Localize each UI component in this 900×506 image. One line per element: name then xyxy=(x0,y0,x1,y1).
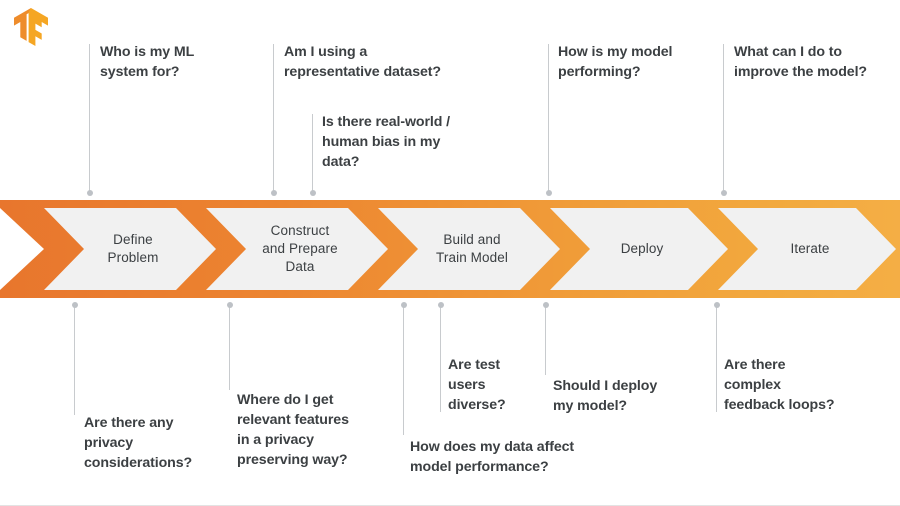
stage-construct-and-prepare-data[interactable]: Construct and Prepare Data xyxy=(206,208,388,290)
question-relevant-features-privacy: Where do I get relevant features in a pr… xyxy=(237,390,397,471)
question-line: relevant features xyxy=(237,412,349,429)
question-line: system for? xyxy=(100,64,180,81)
stage-label-line: Iterate xyxy=(790,241,830,257)
question-privacy-considerations: Are there any privacy considerations? xyxy=(84,413,229,473)
question-test-users-diverse: Are test users diverse? xyxy=(448,355,558,415)
question-line: Is there real-world / xyxy=(322,114,450,130)
question-line: Are there xyxy=(724,357,786,373)
connector-should-i-deploy xyxy=(542,302,549,375)
question-line: complex xyxy=(724,377,781,394)
question-data-affect-model-performance: How does my data affect model performanc… xyxy=(410,437,625,477)
stage-label-line: Deploy xyxy=(620,241,664,257)
question-line: considerations? xyxy=(84,455,193,472)
stage-label-line: Problem xyxy=(107,250,159,265)
question-model-performing: How is my model performing? xyxy=(558,42,728,82)
ml-workflow-banner: Define Problem Construct and Prepare Dat… xyxy=(0,200,900,298)
connector-improve-the-model xyxy=(720,44,727,196)
question-line: How is my model xyxy=(558,44,673,60)
question-line: Should I deploy xyxy=(553,378,658,394)
question-line: improve the model? xyxy=(734,64,868,81)
question-line: Where do I get xyxy=(237,392,334,408)
question-line: Are there any xyxy=(84,415,174,431)
connector-model-performing xyxy=(545,44,552,196)
connector-privacy-considerations xyxy=(71,302,78,415)
stage-deploy[interactable]: Deploy xyxy=(550,208,728,290)
question-line: How does my data affect xyxy=(410,439,575,455)
question-real-world-human-bias: Is there real-world / human bias in my d… xyxy=(322,112,502,172)
connector-who-is-my-ml-system-for xyxy=(86,44,93,196)
question-line: Are test xyxy=(448,357,501,373)
connector-relevant-features-privacy xyxy=(226,302,233,390)
connector-real-world-human-bias xyxy=(309,114,316,196)
question-line: performing? xyxy=(558,64,641,81)
question-line: privacy xyxy=(84,435,133,452)
question-line: model performance? xyxy=(410,459,549,476)
question-should-i-deploy: Should I deploy my model? xyxy=(553,376,703,416)
question-line: my model? xyxy=(553,398,627,415)
question-line: in a privacy xyxy=(237,432,314,449)
question-representative-dataset: Am I using a representative dataset? xyxy=(284,42,494,82)
tensorflow-logo xyxy=(14,8,48,46)
question-who-is-my-ml-system-for: Who is my ML system for? xyxy=(100,42,240,82)
connector-test-users-diverse xyxy=(437,302,444,412)
stage-label-line: Data xyxy=(285,258,315,274)
banner-left-notch xyxy=(0,208,44,290)
question-line: representative dataset? xyxy=(284,64,441,81)
question-line: data? xyxy=(322,154,360,171)
question-line: diverse? xyxy=(448,397,506,414)
question-line: preserving way? xyxy=(237,452,348,469)
question-line: Who is my ML xyxy=(100,44,195,60)
stage-label-line: and Prepare xyxy=(262,241,338,257)
question-line: Am I using a xyxy=(284,44,368,60)
question-complex-feedback-loops: Are there complex feedback loops? xyxy=(724,355,889,415)
connector-data-affect-model-performance xyxy=(400,302,407,435)
connector-complex-feedback-loops xyxy=(713,302,720,412)
question-improve-the-model: What can I do to improve the model? xyxy=(734,42,900,82)
stage-label-line: Define xyxy=(113,232,153,248)
stage-label-line: Construct xyxy=(270,223,330,239)
stage-iterate[interactable]: Iterate xyxy=(718,208,896,290)
stage-label-line: Train Model xyxy=(436,250,508,265)
question-line: feedback loops? xyxy=(724,397,835,414)
stage-label-line: Build and xyxy=(443,232,501,248)
question-line: human bias in my xyxy=(322,134,441,151)
question-line: users xyxy=(448,377,486,394)
stage-define-problem[interactable]: Define Problem xyxy=(44,208,216,290)
stage-build-and-train-model[interactable]: Build and Train Model xyxy=(378,208,560,290)
connector-representative-dataset xyxy=(270,44,277,196)
question-line: What can I do to xyxy=(734,44,842,60)
